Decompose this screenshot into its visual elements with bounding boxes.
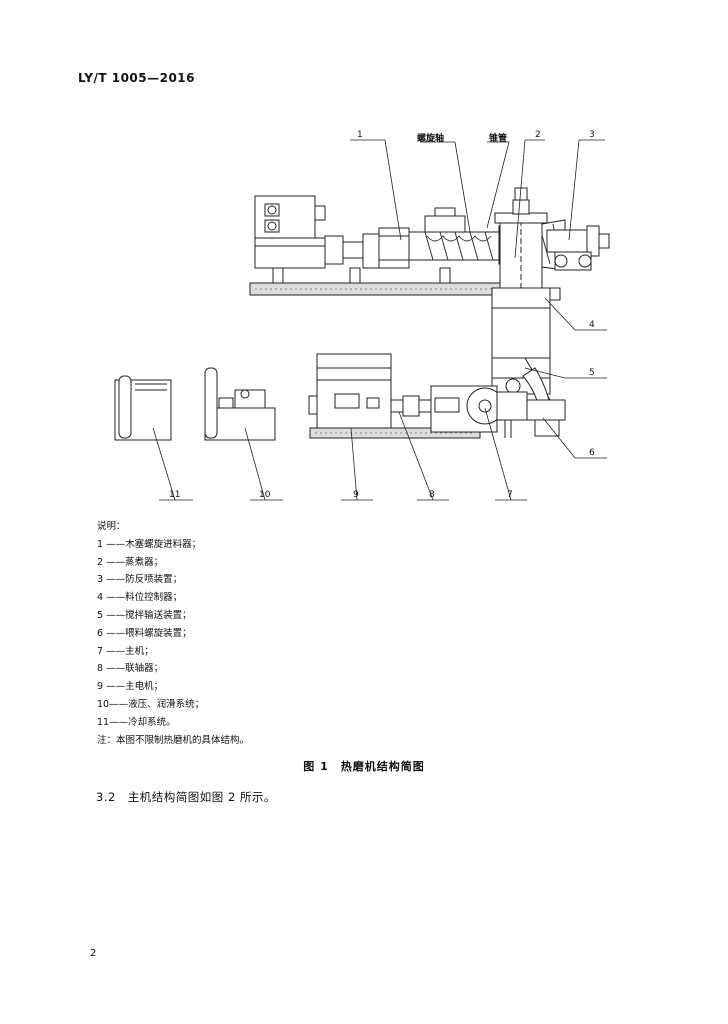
- diagram-drawing: [114, 139, 610, 501]
- legend-item: 7 ——主机；: [97, 645, 154, 657]
- callout-2: 2: [535, 130, 541, 140]
- callout-10: 10: [259, 490, 271, 500]
- legend-item: 4 ——料位控制器；: [97, 592, 183, 604]
- legend-item: 3 ——防反喷装置；: [97, 574, 183, 586]
- level-controller: [549, 287, 561, 301]
- callout-screw-shaft: 螺旋轴: [417, 134, 445, 144]
- callout-cone-pipe: 锥管: [489, 134, 508, 144]
- callout-8: 8: [429, 490, 435, 500]
- legend-item: 2 ——蒸煮器；: [97, 556, 164, 568]
- page-number: 2: [90, 948, 97, 959]
- legend-item: 10——液压、润滑系统；: [97, 698, 205, 710]
- legend-item: 8 ——联轴器；: [97, 663, 164, 675]
- legend-note: 注：本图不限制热磨机的具体结构。: [97, 734, 250, 746]
- callout-6: 6: [589, 448, 595, 458]
- legend-item: 5 ——搅拌输送装置；: [97, 609, 192, 621]
- callout-7: 7: [507, 490, 513, 500]
- feeder-motor: [254, 237, 326, 269]
- screw-housing: [408, 231, 500, 261]
- document-code: LY/T 1005—2016: [78, 71, 196, 85]
- callout-4: 4: [589, 320, 595, 330]
- machine-structure-diagram: 1 螺旋轴 锥管 2 3 4 5 6 7 8 9 10 11: [95, 128, 635, 518]
- section-text: 3.2 主机结构简图如图 2 所示。: [96, 790, 276, 804]
- callout-9: 9: [353, 490, 359, 500]
- anti-blowback-device: [546, 229, 588, 253]
- figure-legend: 说明： 1 ——木塞螺旋进料器； 2 ——蒸煮器； 3 ——防反喷装置； 4 —…: [97, 518, 249, 749]
- figure-caption: 图 1 热磨机结构简图: [303, 760, 425, 773]
- callout-1: 1: [357, 130, 363, 140]
- callout-3: 3: [589, 130, 595, 140]
- callout-5: 5: [589, 368, 595, 378]
- legend-item: 11——冷却系统。: [97, 716, 176, 728]
- drive-box: [254, 195, 316, 239]
- callout-11: 11: [169, 490, 181, 500]
- legend-title: 说明：: [97, 521, 126, 532]
- legend-item: 9 ——主电机；: [97, 681, 164, 693]
- feeding-screw: [524, 399, 566, 421]
- legend-item: 1 ——木塞螺旋进料器；: [97, 538, 202, 550]
- legend-item: 6 ——喂料螺旋装置；: [97, 627, 192, 639]
